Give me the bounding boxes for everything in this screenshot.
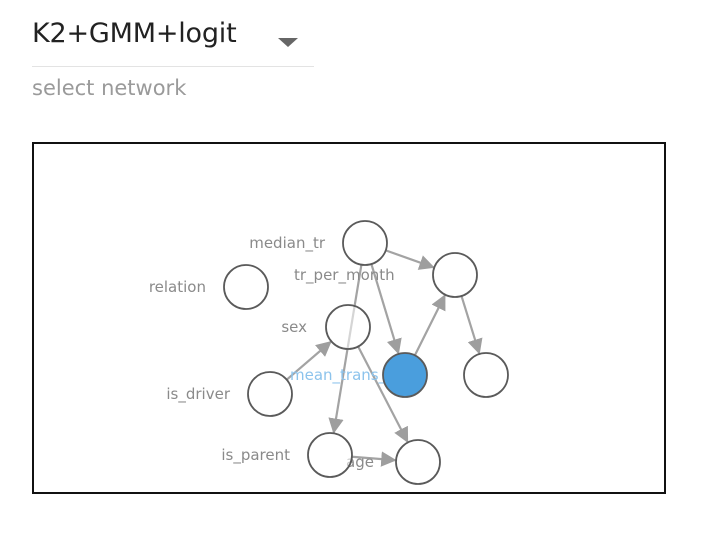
network-graph[interactable]: median_trtr_per_monthrelationsexmean_tra… (34, 144, 664, 492)
network-select[interactable]: K2+GMM+logit (32, 14, 314, 67)
edge-tr_per_month-to-n_unlabeled (460, 295, 483, 355)
graph-node-is_driver[interactable] (247, 371, 293, 417)
network-select-value: K2+GMM+logit (32, 18, 237, 49)
graph-node-median_tr[interactable] (342, 220, 388, 266)
edge-median_tr-to-mean_trans_pets (370, 263, 402, 355)
graph-node-tr_per_month[interactable] (432, 252, 478, 298)
chevron-down-icon[interactable] (278, 38, 298, 47)
edge-is_parent-to-age (351, 451, 397, 467)
edge-is_driver-to-sex (285, 340, 332, 381)
node-label-tr_per_month: tr_per_month (294, 266, 395, 285)
edge-mean_trans_pets-to-tr_per_month (413, 294, 446, 356)
graph-node-mean_trans_pets[interactable] (382, 352, 428, 398)
graph-node-relation[interactable] (223, 264, 269, 310)
edge-median_tr-to-tr_per_month (385, 249, 435, 270)
node-label-age: age (346, 453, 374, 471)
node-label-is_driver: is_driver (166, 385, 230, 404)
node-label-relation: relation (149, 278, 206, 296)
graph-labels: median_trtr_per_monthrelationsexmean_tra… (149, 234, 419, 471)
node-label-sex: sex (281, 318, 307, 336)
graph-nodes (223, 220, 509, 485)
graph-node-sex[interactable] (325, 304, 371, 350)
node-label-median_tr: median_tr (249, 234, 326, 253)
graph-node-is_parent[interactable] (307, 432, 353, 478)
node-label-is_parent: is_parent (221, 446, 290, 465)
graph-node-n_unlabeled[interactable] (463, 352, 509, 398)
graph-node-age[interactable] (395, 439, 441, 485)
network-select-helper: select network (32, 76, 187, 100)
edge-sex-to-age (357, 346, 409, 443)
